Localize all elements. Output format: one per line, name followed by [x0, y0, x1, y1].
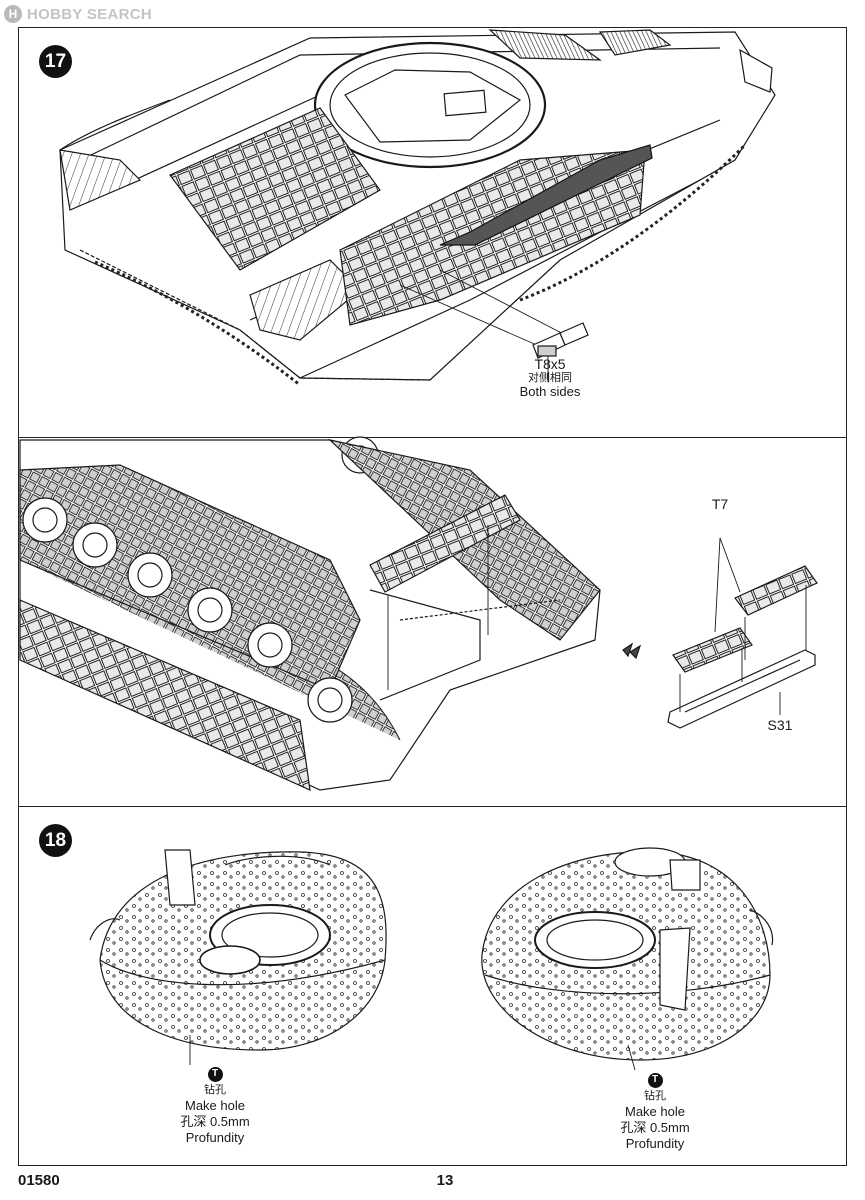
turret-right-drawing	[481, 847, 774, 1071]
depth-cn: 孔深 0.5mm	[180, 1114, 250, 1129]
section-divider	[19, 437, 846, 438]
part-label-t8: T8x5 对侧相同 Both sides	[500, 356, 600, 400]
tool-badge-icon: T	[207, 1067, 223, 1082]
part-note-cn: 对侧相同	[528, 372, 572, 385]
turret-left-drawing	[89, 849, 387, 1065]
part-note-en: Both sides	[519, 383, 581, 399]
hull-top-drawing	[59, 29, 776, 387]
part-label-t7: T7	[700, 496, 740, 512]
part-code-t7: T7	[711, 496, 729, 512]
hole-note-left: T 钻孔 Make hole 孔深 0.5mm Profundity	[160, 1067, 270, 1147]
part-label-s31: S31	[755, 717, 805, 733]
page-number: 13	[436, 1172, 454, 1189]
watermark-text: HOBBY SEARCH	[27, 5, 153, 23]
detail-parts-drawing	[667, 537, 818, 729]
section-divider	[19, 806, 846, 807]
hole-en: Make hole	[625, 1103, 685, 1119]
part-code-t8: T8x5	[534, 356, 566, 372]
hole-note-right: T 钻孔 Make hole 孔深 0.5mm Profundity	[600, 1073, 710, 1153]
step-17-badge: 17	[39, 45, 72, 78]
hull-underside-drawing	[19, 436, 642, 791]
product-code: 01580	[18, 1172, 60, 1189]
depth-cn: 孔深 0.5mm	[620, 1120, 690, 1135]
hole-cn: 钻孔	[204, 1084, 226, 1096]
depth-en: Profundity	[185, 1130, 245, 1146]
watermark: H HOBBY SEARCH	[4, 3, 152, 25]
hole-cn: 钻孔	[644, 1090, 666, 1102]
tool-badge-icon: T	[647, 1073, 663, 1088]
depth-en: Profundity	[625, 1136, 685, 1152]
part-code-s31: S31	[767, 717, 793, 733]
watermark-logo-icon: H	[4, 5, 22, 23]
step-18-badge: 18	[39, 824, 72, 857]
hole-en: Make hole	[185, 1097, 245, 1113]
instruction-frame: 17 18	[18, 27, 847, 1166]
